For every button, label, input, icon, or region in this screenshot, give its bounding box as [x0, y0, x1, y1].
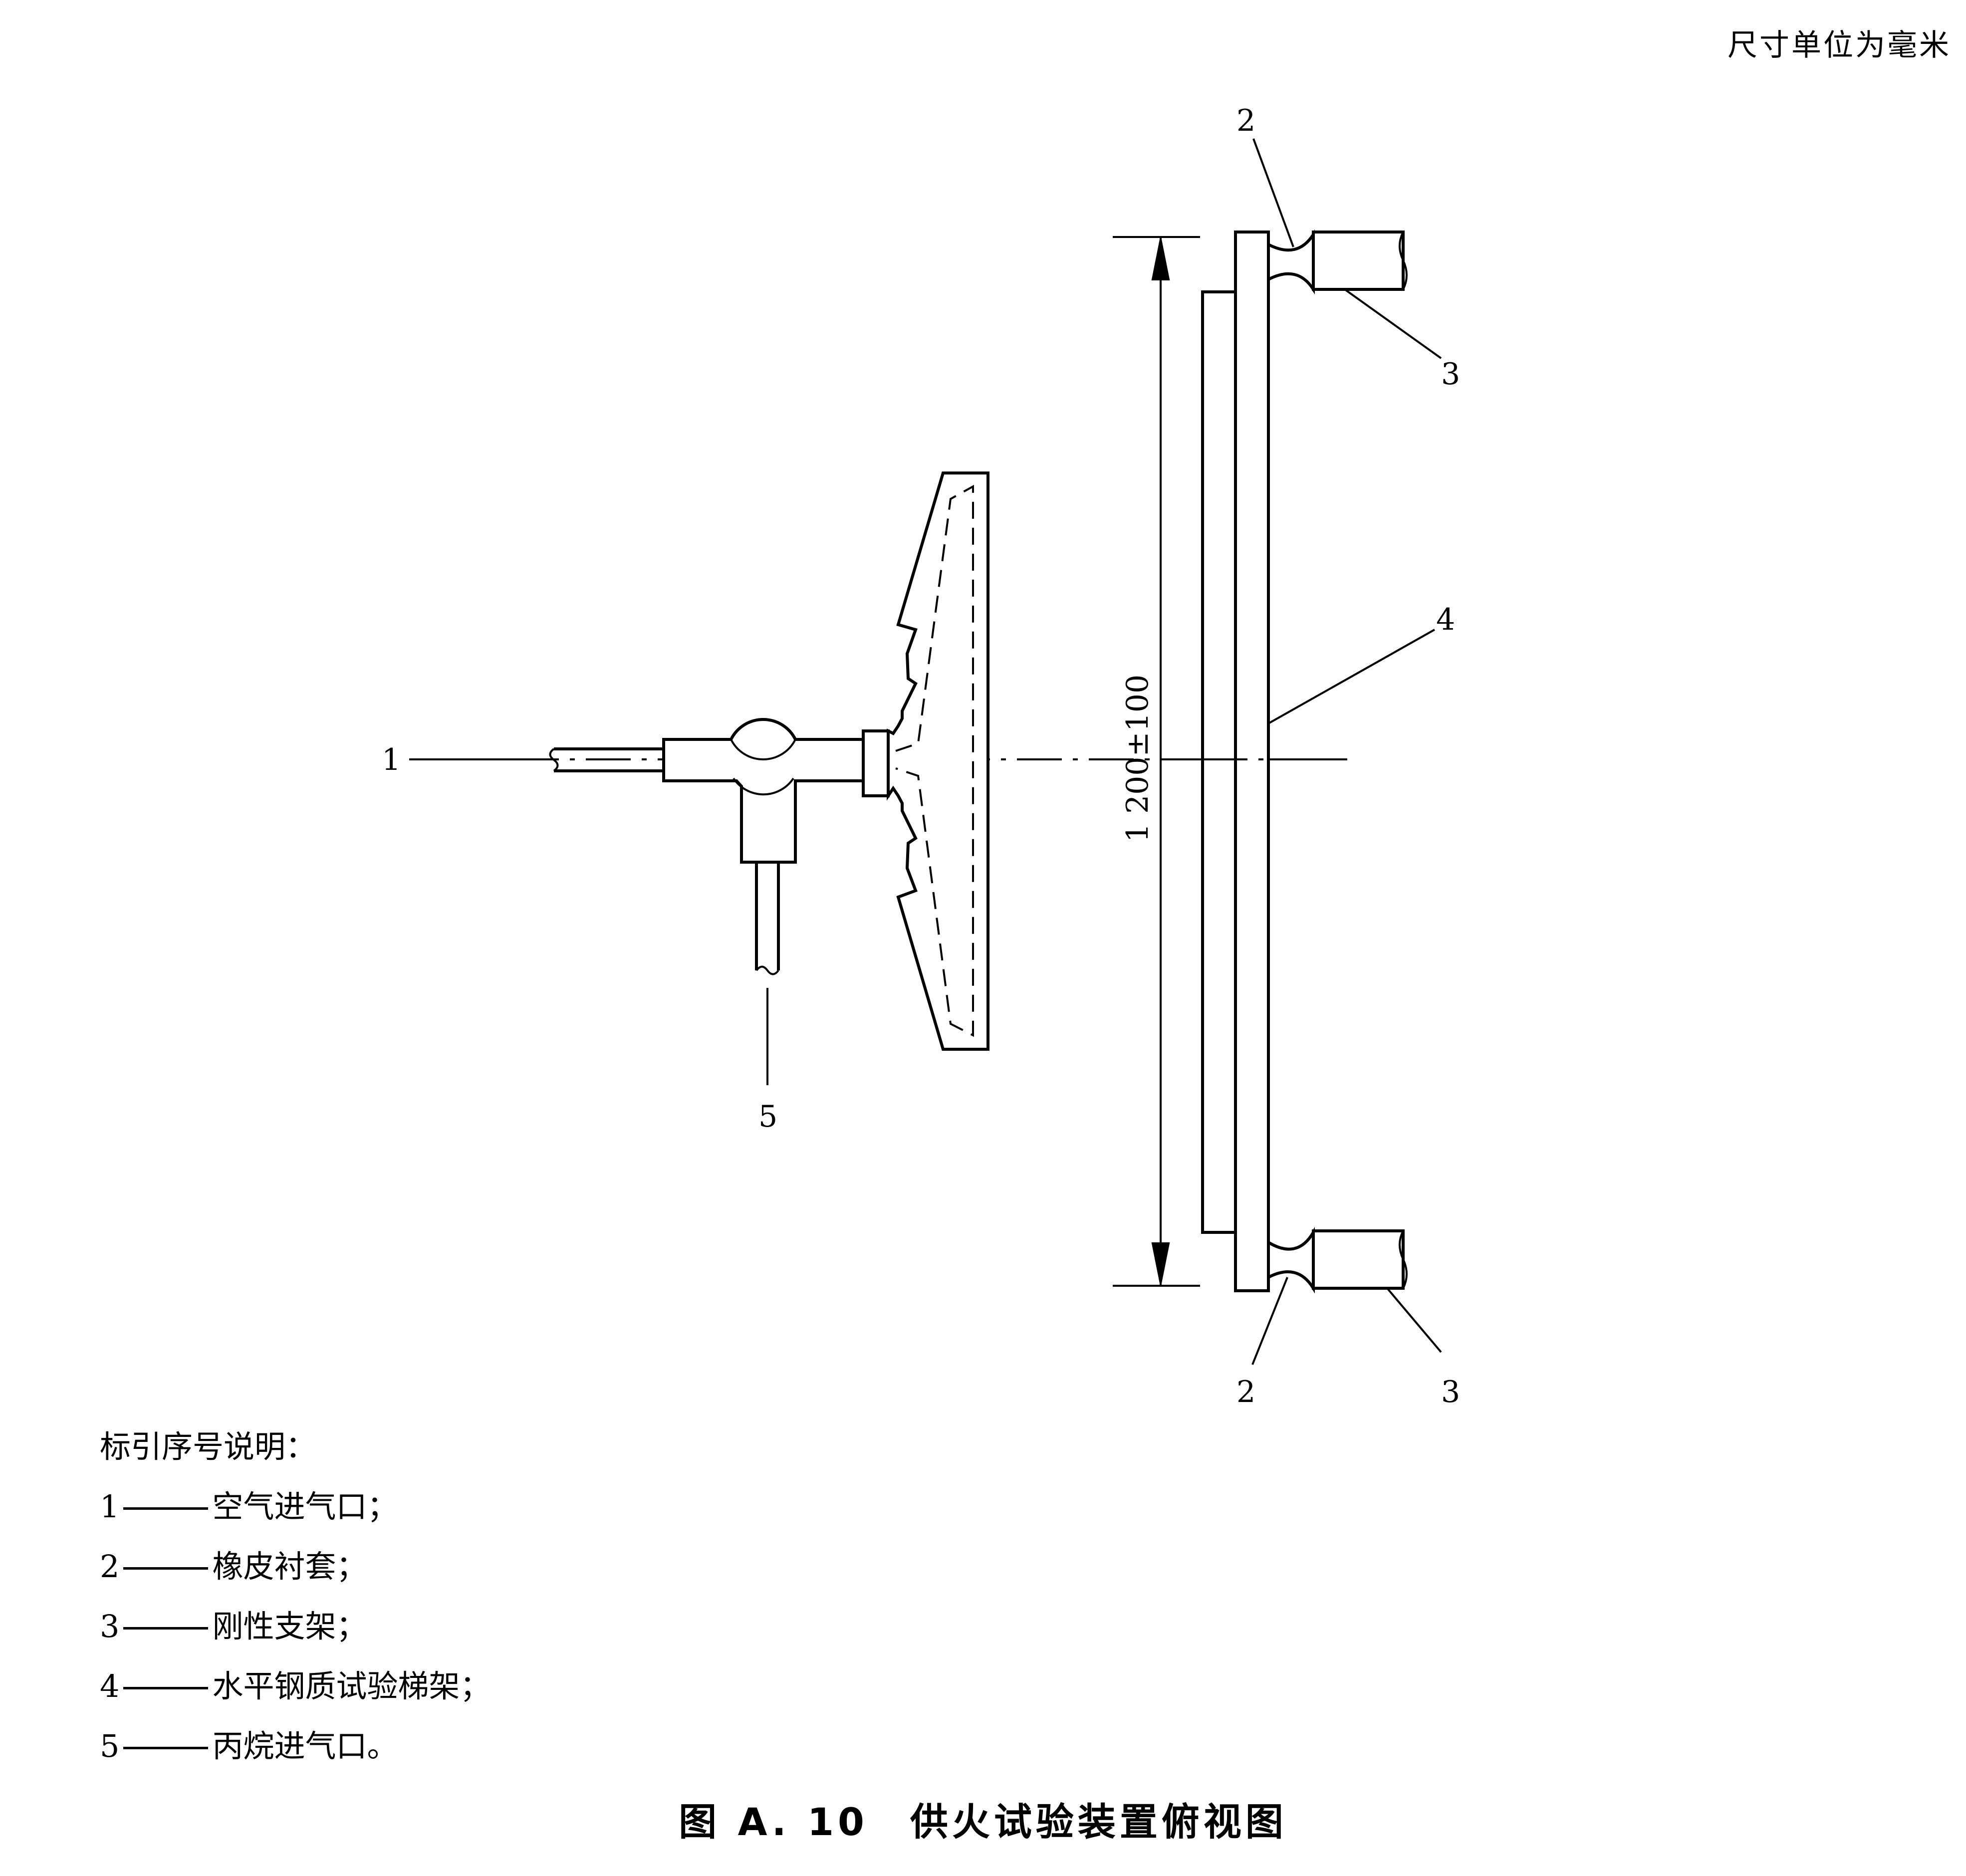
- callout-2-top: 2: [1236, 103, 1255, 138]
- rigid-support-bottom: [1312, 1229, 1408, 1290]
- callout-2-bottom: 2: [1236, 1375, 1255, 1409]
- rigid-support-top: [1312, 231, 1408, 291]
- callout-1: 1: [382, 742, 401, 777]
- test-ladder: [1201, 231, 1347, 1292]
- units-note: 尺寸单位为毫米: [1727, 28, 1951, 63]
- burner-head: [887, 471, 989, 1051]
- callout-3-top: 3: [1441, 357, 1460, 392]
- dimension-line: [1113, 236, 1200, 1287]
- legend-title: 标引序号说明：: [100, 1428, 317, 1465]
- propane-inlet-pipe: [755, 862, 780, 975]
- mixer-tee: [662, 718, 865, 864]
- callout-3-bottom: 3: [1441, 1375, 1460, 1409]
- rubber-bushing-bottom: [1267, 1226, 1315, 1294]
- burner-connector: [862, 729, 890, 797]
- callout-4: 4: [1436, 602, 1455, 637]
- leader-lines: [409, 138, 1442, 1365]
- air-inlet-pipe: [549, 747, 664, 772]
- callout-5: 5: [758, 1099, 777, 1134]
- dimension-label: 1 200±100: [1120, 675, 1155, 843]
- figure-caption: 图 A. 10 供火试验装置俯视图: [679, 1800, 1287, 1844]
